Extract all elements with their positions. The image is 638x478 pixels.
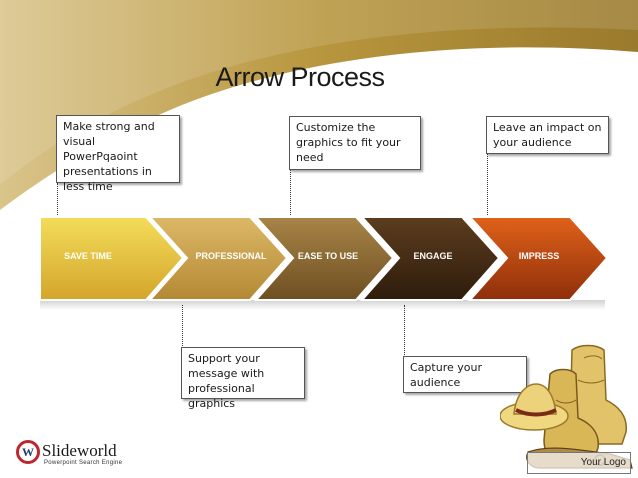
- callout-engage-text: Capture your audience: [410, 361, 482, 389]
- connector-save-time: [57, 183, 58, 217]
- callout-engage: Capture your audience: [403, 356, 527, 393]
- slideworld-mark-letter: W: [22, 445, 34, 459]
- step-label-save-time: SAVE TIME: [64, 251, 112, 261]
- slide-title: Arrow Process: [215, 62, 385, 92]
- callout-ease-to-use-text: Customize the graphics to fit your need: [296, 121, 401, 164]
- arrow-step-engage: [359, 216, 501, 301]
- brand-tagline: Powerpoint Search Engine: [44, 460, 123, 466]
- arrow-step-ease-to-use: [253, 216, 395, 301]
- arrow-step-impress: [467, 216, 609, 301]
- arrow-step-save-time: [39, 216, 185, 301]
- connector-impress: [487, 154, 488, 217]
- callout-save-time: Make strong and visual PowerPqaoint pres…: [56, 115, 180, 193]
- callout-impress-text: Leave an impact on your audience: [493, 121, 602, 149]
- brand-name: Slideworld: [42, 441, 117, 460]
- step-label-ease-to-use: EASE TO USE: [297, 251, 359, 261]
- callout-impress: Leave an impact on your audience: [486, 116, 609, 154]
- your-logo-placeholder: Your Logo: [527, 452, 631, 474]
- callout-professional-text: Support your message with professional g…: [188, 352, 265, 410]
- slideworld-logo: W Slideworld Powerpoint Search Engine: [16, 440, 136, 472]
- connector-professional: [182, 305, 183, 348]
- arrow-step-professional: [147, 216, 289, 301]
- step-label-professional: PROFESSIONAL: [195, 251, 267, 261]
- callout-save-time-text: Make strong and visual PowerPqaoint pres…: [63, 120, 155, 193]
- step-label-impress: IMPRESS: [518, 251, 560, 261]
- step-label-engage: ENGAGE: [413, 251, 453, 261]
- slideworld-mark-icon: W: [16, 440, 40, 464]
- connector-ease-to-use: [290, 170, 291, 217]
- callout-professional: Support your message with professional g…: [181, 347, 305, 410]
- connector-engage: [404, 305, 405, 357]
- callout-ease-to-use: Customize the graphics to fit your need: [289, 116, 421, 170]
